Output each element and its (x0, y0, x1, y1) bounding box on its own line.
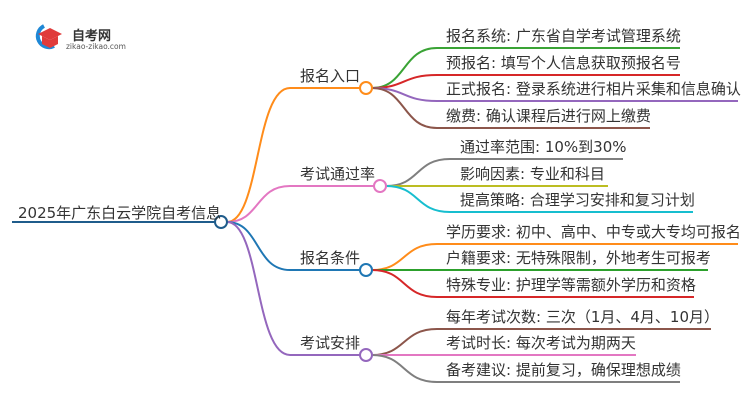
leaf-topic[interactable]: 预报名: 填写个人信息获取预报名号 (446, 54, 681, 72)
collapse-toggle-icon (359, 81, 373, 95)
leaf-topic[interactable]: 通过率范围: 10%到30% (460, 138, 627, 156)
logo-url: zikao-zikao.com (66, 42, 126, 51)
leaf-connector (385, 185, 693, 213)
leaf-topic[interactable]: 学历要求: 初中、高中、中专或大专均可报名 (446, 223, 741, 241)
graduation-cap-icon (35, 24, 62, 50)
leaf-connector (371, 354, 680, 383)
branch-connector (226, 221, 360, 271)
leaf-connector (371, 47, 680, 89)
leaf-connector (371, 328, 711, 356)
leaf-connector (371, 269, 694, 298)
leaf-connector (371, 74, 680, 89)
leaf-topic[interactable]: 备考建议: 提前复习，确保理想成绩 (446, 361, 681, 379)
leaf-topic[interactable]: 考试时长: 每次考试为期两天 (446, 334, 636, 352)
branch-topic[interactable]: 报名入口 (300, 67, 361, 85)
collapse-toggle-icon (359, 348, 373, 362)
leaf-connector (371, 87, 650, 129)
leaf-topic[interactable]: 正式报名: 登录系统进行相片采集和信息确认 (446, 80, 741, 98)
branch-topic[interactable]: 考试安排 (300, 334, 361, 352)
collapse-toggle-icon (373, 179, 387, 193)
leaf-connector (371, 243, 738, 271)
logo: 自考网 zikao-zikao.com (30, 22, 140, 52)
leaf-topic[interactable]: 每年考试次数: 三次（1月、4月、10月） (446, 308, 719, 326)
leaf-topic[interactable]: 缴费: 确认课程后进行网上缴费 (446, 107, 651, 125)
root-topic[interactable]: 2025年广东白云学院自考信息 (18, 204, 222, 222)
leaf-topic[interactable]: 户籍要求: 无特殊限制，外地考生可报考 (446, 249, 711, 267)
leaf-topic[interactable]: 影响因素: 专业和科目 (460, 165, 605, 183)
logo-name: 自考网 (72, 29, 112, 44)
leaf-topic[interactable]: 报名系统: 广东省自学考试管理系统 (446, 27, 681, 45)
leaf-connector (385, 158, 623, 187)
branch-connector (226, 87, 360, 223)
collapse-toggle-icon (359, 263, 373, 277)
branch-connector (226, 221, 360, 356)
leaf-topic[interactable]: 提高策略: 合理学习安排和复习计划 (460, 191, 695, 209)
collapse-toggle-icon (214, 215, 228, 229)
branch-topic[interactable]: 报名条件 (300, 249, 361, 267)
branch-connector (226, 185, 374, 223)
branch-topic[interactable]: 考试通过率 (300, 165, 376, 183)
leaf-topic[interactable]: 特殊专业: 护理学等需额外学历和资格 (446, 276, 696, 294)
